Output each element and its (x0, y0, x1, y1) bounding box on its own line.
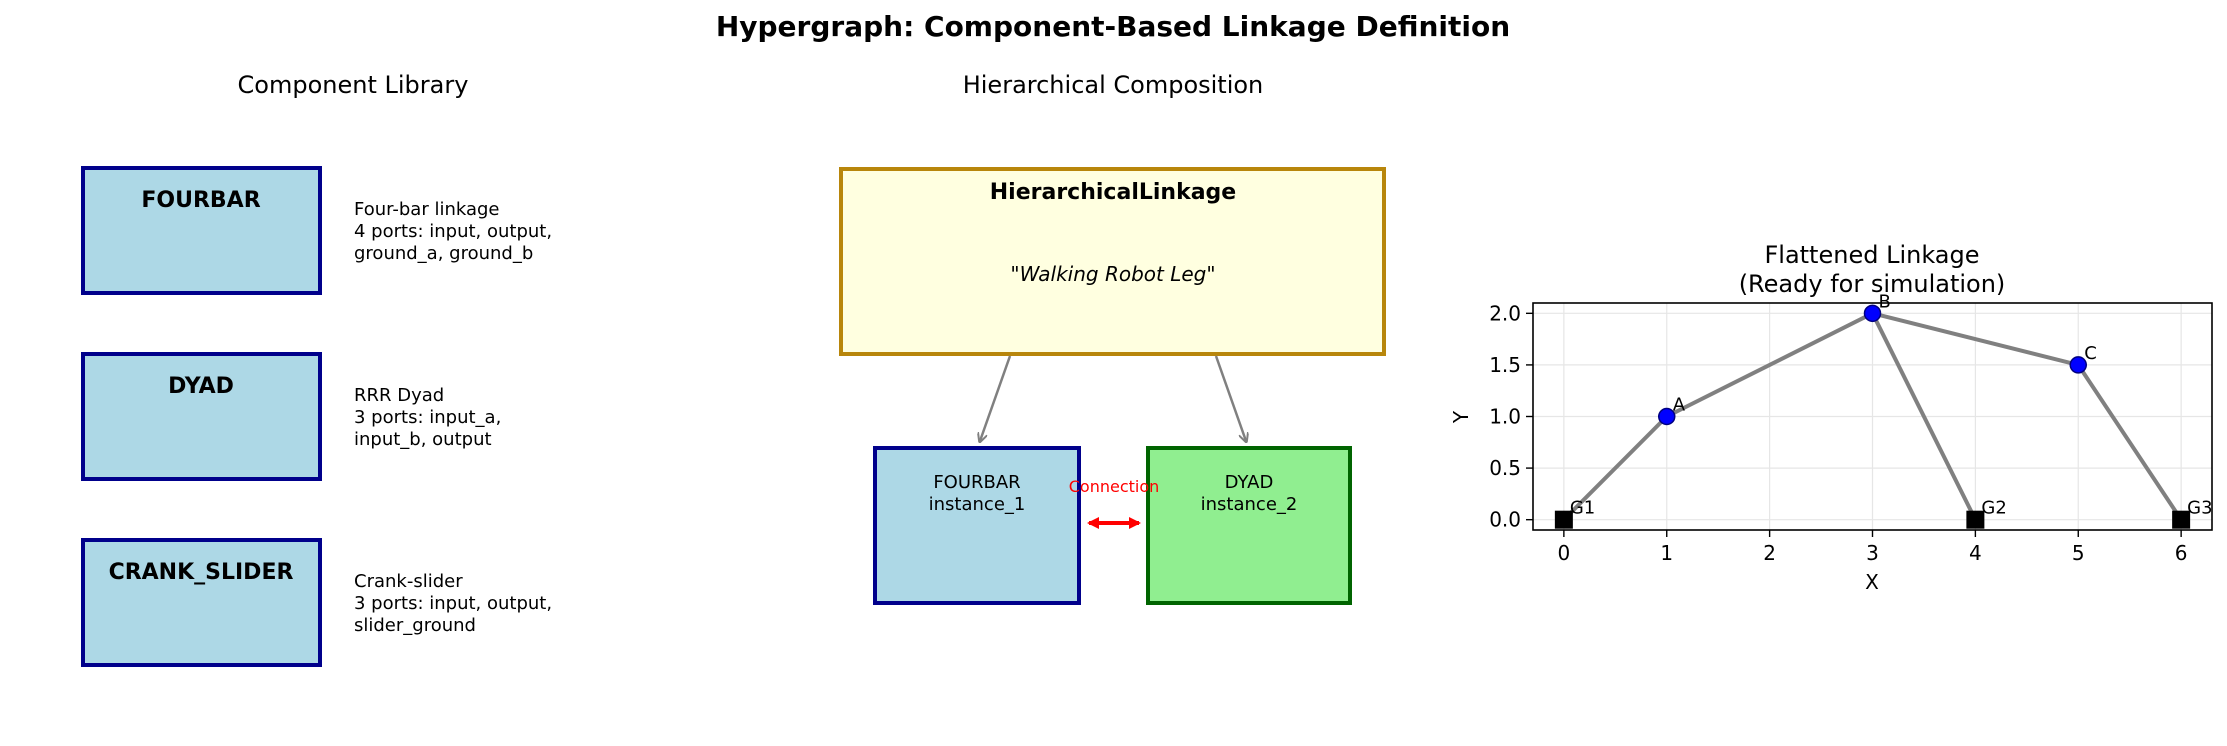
joint-label-G2: G2 (1981, 498, 2006, 519)
link-C-G3 (2076, 362, 2184, 522)
y-tick-label: 0.0 (1489, 508, 1521, 532)
connection-label: Connection (1069, 477, 1160, 496)
link-A-B (1664, 311, 1875, 419)
component-crank-slider-desc-3: slider_ground (354, 615, 476, 636)
component-crank-slider-desc-1: Crank-slider (354, 571, 463, 592)
joint-label-C: C (2084, 343, 2097, 364)
x-tick-label: 3 (1866, 541, 1879, 565)
instance1-id: instance_1 (929, 494, 1026, 515)
y-tick-label: 2.0 (1489, 301, 1521, 325)
y-tick-label: 1.0 (1489, 405, 1521, 429)
arrow-parent-to-instance2 (1214, 355, 1246, 441)
component-dyad-box (81, 352, 322, 481)
composition-heading: Hierarchical Composition (963, 71, 1264, 99)
composition-panel: Hierarchical Composition HierarchicalLin… (839, 71, 1386, 605)
link-B-C (1870, 311, 2081, 367)
x-tick-label: 0 (1557, 541, 1570, 565)
parent-linkage-name: HierarchicalLinkage (990, 180, 1236, 205)
instance1-type: FOURBAR (933, 472, 1020, 493)
joint-label-B: B (1879, 291, 1891, 312)
component-fourbar-desc-1: Four-bar linkage (354, 199, 500, 220)
chart-joints (1554, 304, 2191, 529)
x-tick-label: 6 (2175, 541, 2188, 565)
component-crank-slider-name: CRANK_SLIDER (109, 560, 294, 585)
component-library-panel: Component Library FOURBAR Four-bar linka… (81, 71, 552, 667)
component-crank-slider: CRANK_SLIDER Crank-slider 3 ports: input… (81, 538, 552, 667)
moving-joint-A (1657, 407, 1676, 426)
link-B-G2 (1870, 311, 1978, 522)
parent-label-italic: Walking Robot Leg (1020, 262, 1207, 286)
chart-x-axis-label: X (1865, 570, 1879, 594)
component-fourbar-desc-3: ground_a, ground_b (354, 243, 533, 264)
joint-label-A: A (1673, 395, 1686, 416)
chart-grid (1533, 303, 2212, 530)
parent-linkage-label: "Walking Robot Leg" (1010, 262, 1215, 286)
component-dyad-desc-1: RRR Dyad (354, 385, 444, 406)
figure-title: Hypergraph: Component-Based Linkage Defi… (716, 10, 1510, 43)
moving-joint-B (1863, 304, 1882, 323)
instance2-box (1146, 446, 1352, 605)
y-tick-label: 0.5 (1489, 456, 1521, 480)
chart-y-axis-label: Y (1449, 410, 1473, 424)
moving-joint-C (2069, 356, 2088, 374)
chart-joint-labels: A B C G1 G2 G3 (1570, 291, 2213, 518)
component-crank-slider-box (81, 538, 322, 667)
chart-title-line1: Flattened Linkage (1764, 241, 1979, 269)
component-fourbar-desc-2: 4 ports: input, output, (354, 221, 552, 242)
component-fourbar-box (81, 166, 322, 295)
x-tick-label: 2 (1763, 541, 1776, 565)
instance1-box (873, 446, 1081, 605)
parent-linkage-box (839, 167, 1386, 356)
instance2-type: DYAD (1225, 472, 1274, 493)
component-dyad-desc-2: 3 ports: input_a, (354, 407, 501, 428)
ground-joint-G1 (1554, 510, 1573, 529)
joint-label-G1: G1 (1570, 498, 1595, 519)
y-tick-label: 1.5 (1489, 353, 1521, 377)
instance2-id: instance_2 (1201, 494, 1298, 515)
component-fourbar: FOURBAR Four-bar linkage 4 ports: input,… (81, 166, 552, 295)
ground-joint-G3 (2172, 510, 2191, 529)
library-heading: Component Library (238, 71, 469, 99)
component-dyad-desc-3: input_b, output (354, 429, 492, 450)
arrow-parent-to-instance1 (980, 355, 1012, 441)
component-dyad: DYAD RRR Dyad 3 ports: input_a, input_b,… (81, 352, 501, 481)
component-dyad-name: DYAD (168, 374, 234, 399)
ground-joint-G2 (1966, 510, 1985, 529)
chart-y-ticks: 0.0 0.5 1.0 1.5 2.0 (1489, 301, 1533, 532)
component-crank-slider-desc-2: 3 ports: input, output, (354, 593, 552, 614)
chart-x-ticks: 0 1 2 3 4 5 6 (1557, 530, 2188, 565)
chart-links (1561, 311, 2184, 522)
flattened-linkage-chart: Flattened Linkage (Ready for simulation)… (1449, 241, 2213, 594)
joint-label-G3: G3 (2187, 498, 2212, 519)
parent-label-open-quote: " (1010, 262, 1019, 286)
parent-label-close-quote: " (1206, 262, 1215, 286)
x-tick-label: 1 (1660, 541, 1673, 565)
link-G1-A (1561, 414, 1669, 522)
chart-title-line2: (Ready for simulation) (1739, 270, 2006, 298)
x-tick-label: 5 (2072, 541, 2085, 565)
component-fourbar-name: FOURBAR (141, 188, 260, 213)
x-tick-label: 4 (1969, 541, 1982, 565)
